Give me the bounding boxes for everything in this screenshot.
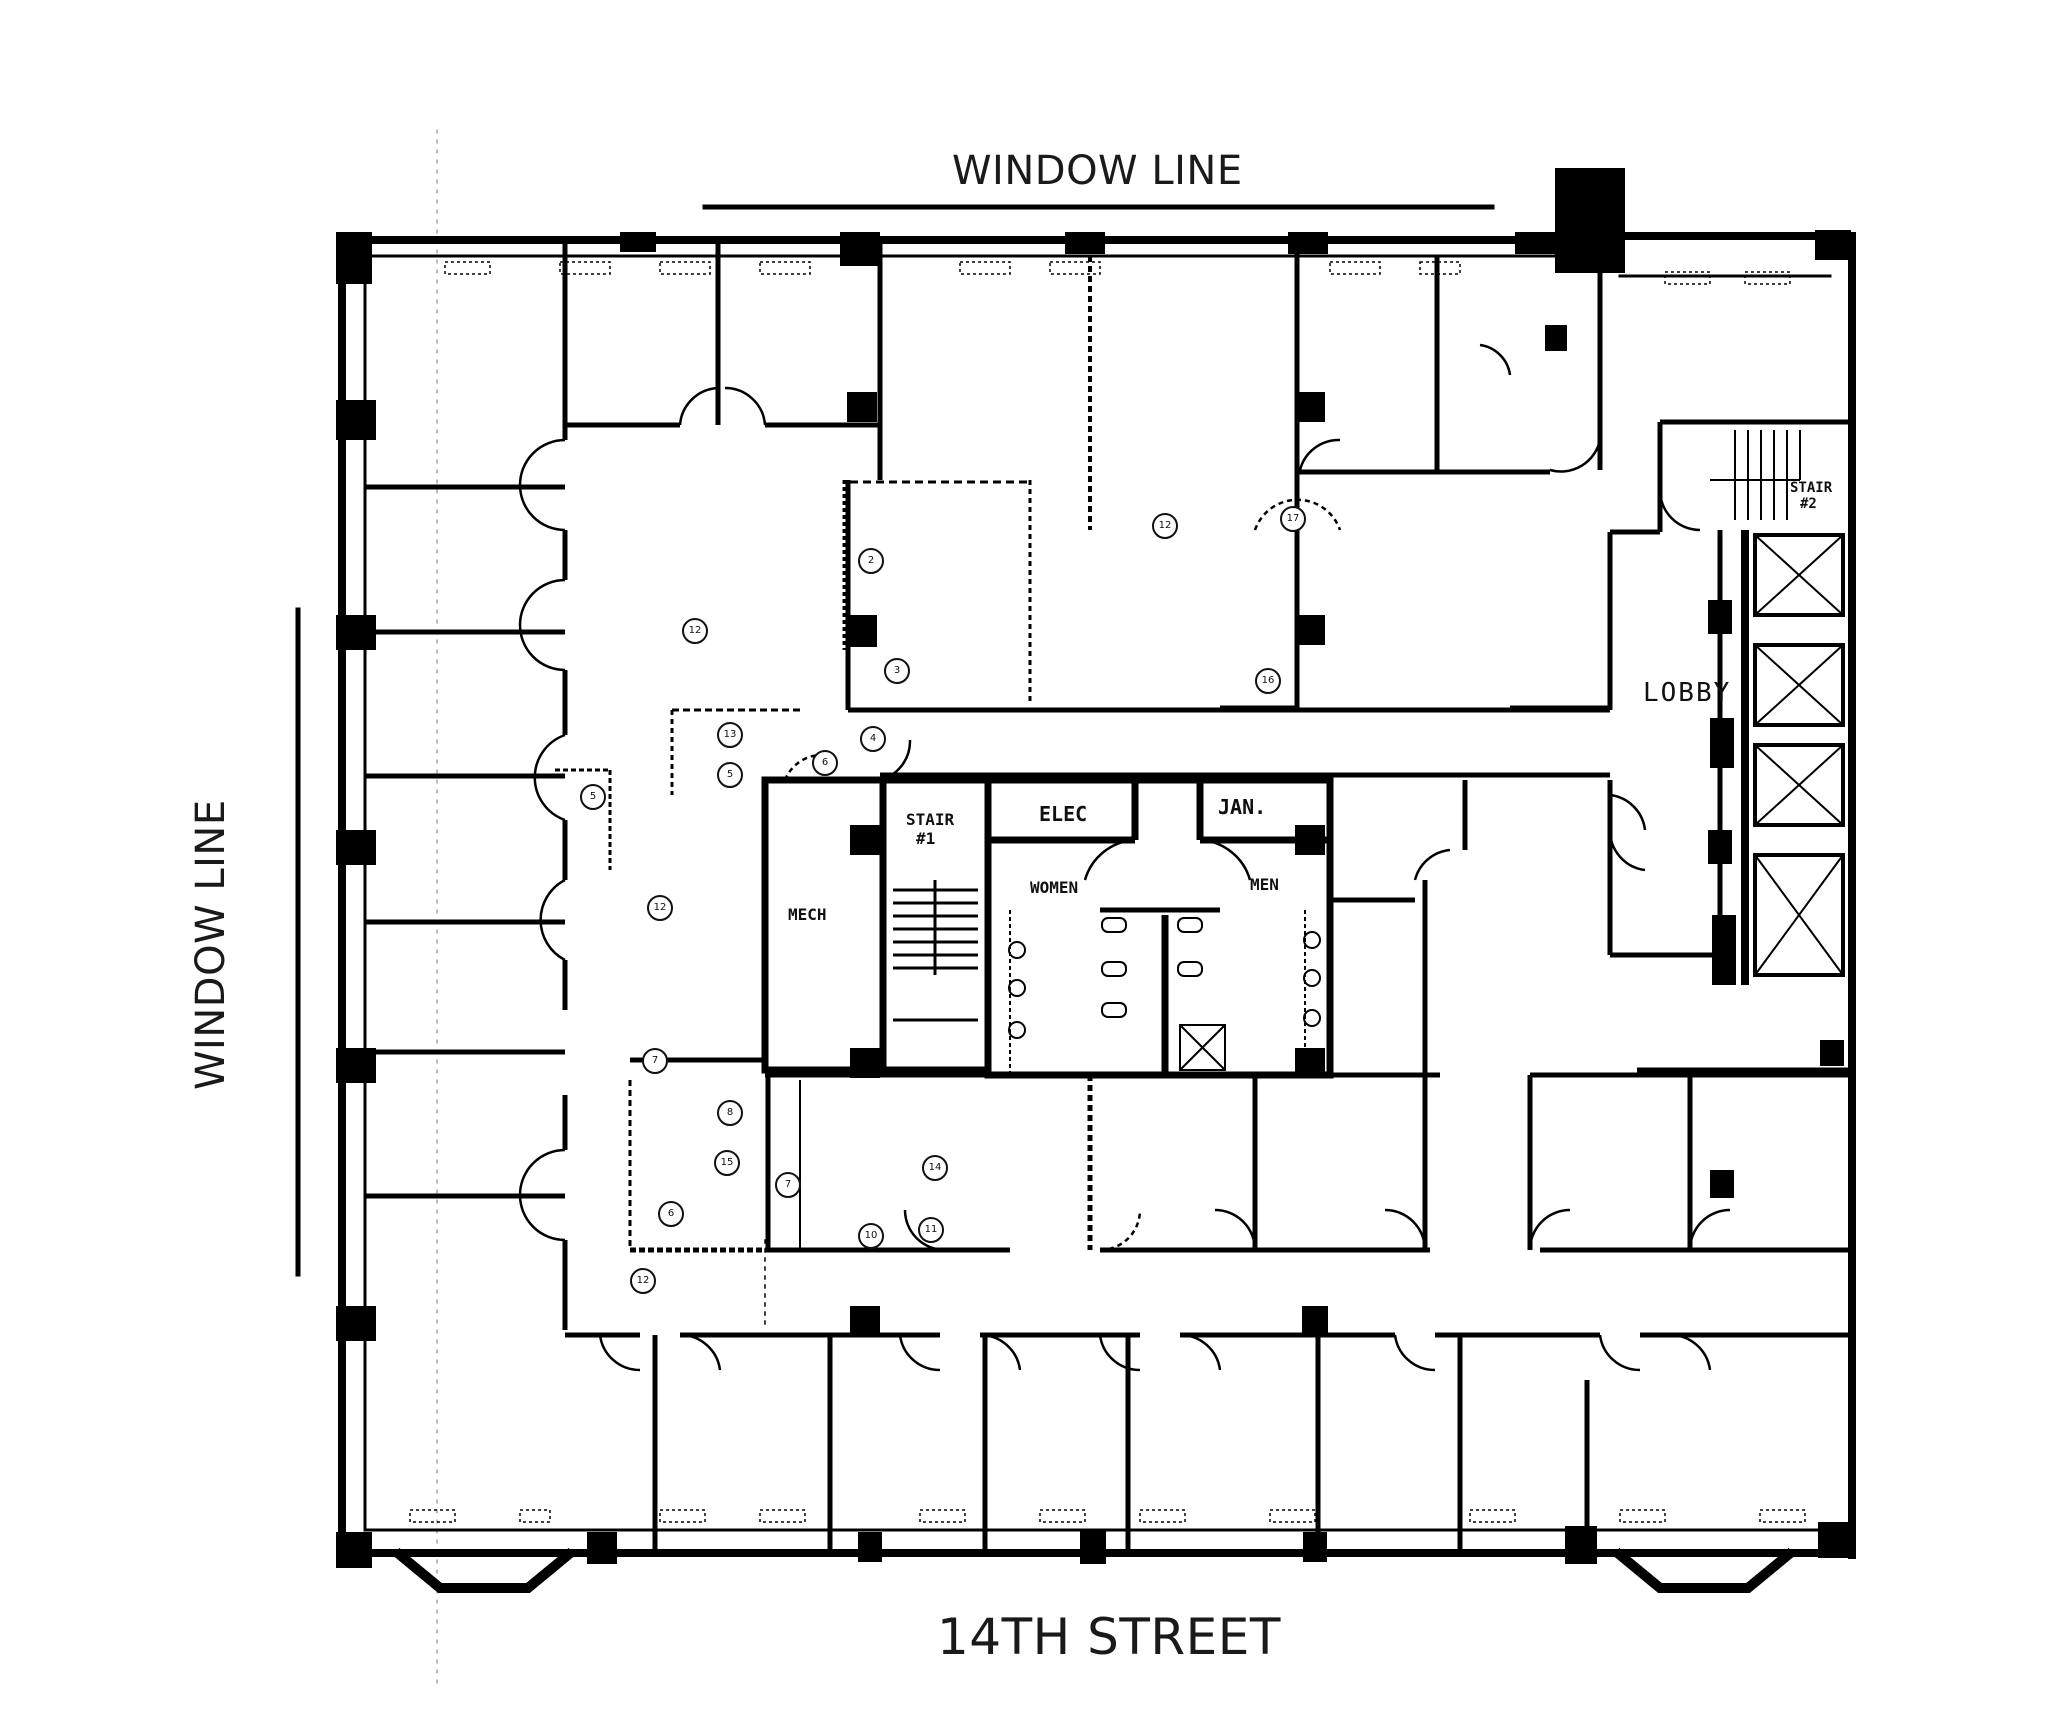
room-label-stair-2: STAIR #2 [1790, 480, 1832, 512]
stair-1-title: STAIR [906, 810, 955, 829]
stair-1-number: #1 [916, 829, 936, 848]
keynote-tag: 12 [682, 618, 708, 644]
keynote-tag: 5 [580, 784, 606, 810]
keynote-tag: 3 [884, 658, 910, 684]
keynote-tag: 12 [1152, 513, 1178, 539]
restroom-fixtures [1008, 907, 1321, 1075]
keynote-tag: 12 [630, 1268, 656, 1294]
keynote-tag: 7 [775, 1172, 801, 1198]
room-label-lobby: LOBBY [1643, 678, 1732, 708]
room-label-stair-1: STAIR #1 [906, 810, 954, 848]
stair-1-treads [893, 880, 978, 1022]
top-center-room [845, 256, 1300, 713]
door-swings [518, 343, 1731, 1372]
top-left-offices [565, 240, 883, 480]
room-label-elec: ELEC [1039, 802, 1088, 826]
left-offices-partitions [365, 240, 568, 1330]
exterior-walls [338, 232, 1856, 1559]
keynote-tag: 5 [717, 762, 743, 788]
keynote-tag: 17 [1280, 506, 1306, 532]
keynote-tag: 2 [858, 548, 884, 574]
keynote-tag: 6 [812, 750, 838, 776]
keynote-tag: 13 [717, 722, 743, 748]
left-window-line-label: WINDOW LINE [188, 799, 234, 1090]
keynote-tag: 15 [714, 1150, 740, 1176]
elevators [1741, 530, 1845, 985]
stair-2-treads [1710, 430, 1801, 520]
keynote-tag: 6 [658, 1201, 684, 1227]
street-label: 14TH STREET [937, 1608, 1281, 1666]
keynote-tag: 16 [1255, 668, 1281, 694]
keynote-tag: 8 [717, 1100, 743, 1126]
structural-columns [336, 168, 1852, 1568]
keynote-tag: 10 [858, 1223, 884, 1249]
keynote-tag: 11 [918, 1217, 944, 1243]
top-window-line-label: WINDOW LINE [952, 148, 1243, 194]
stair-2-number: #2 [1800, 496, 1817, 512]
keynote-tag: 7 [642, 1048, 668, 1074]
south-corridor-walls [565, 780, 1852, 1553]
room-label-mech: MECH [788, 905, 827, 924]
left-center-partitions [555, 480, 848, 1253]
corridor-walls [880, 707, 1610, 778]
keynote-tag: 14 [922, 1155, 948, 1181]
stair-2-title: STAIR [1790, 480, 1833, 496]
room-label-women: WOMEN [1030, 878, 1079, 897]
window-sill-units [409, 261, 1806, 1523]
room-label-men: MEN [1250, 875, 1279, 894]
keynote-tag: 4 [860, 726, 886, 752]
keynote-tag: 12 [647, 895, 673, 921]
top-right-offices [1294, 240, 1852, 980]
room-label-jan: JAN. [1218, 795, 1267, 819]
